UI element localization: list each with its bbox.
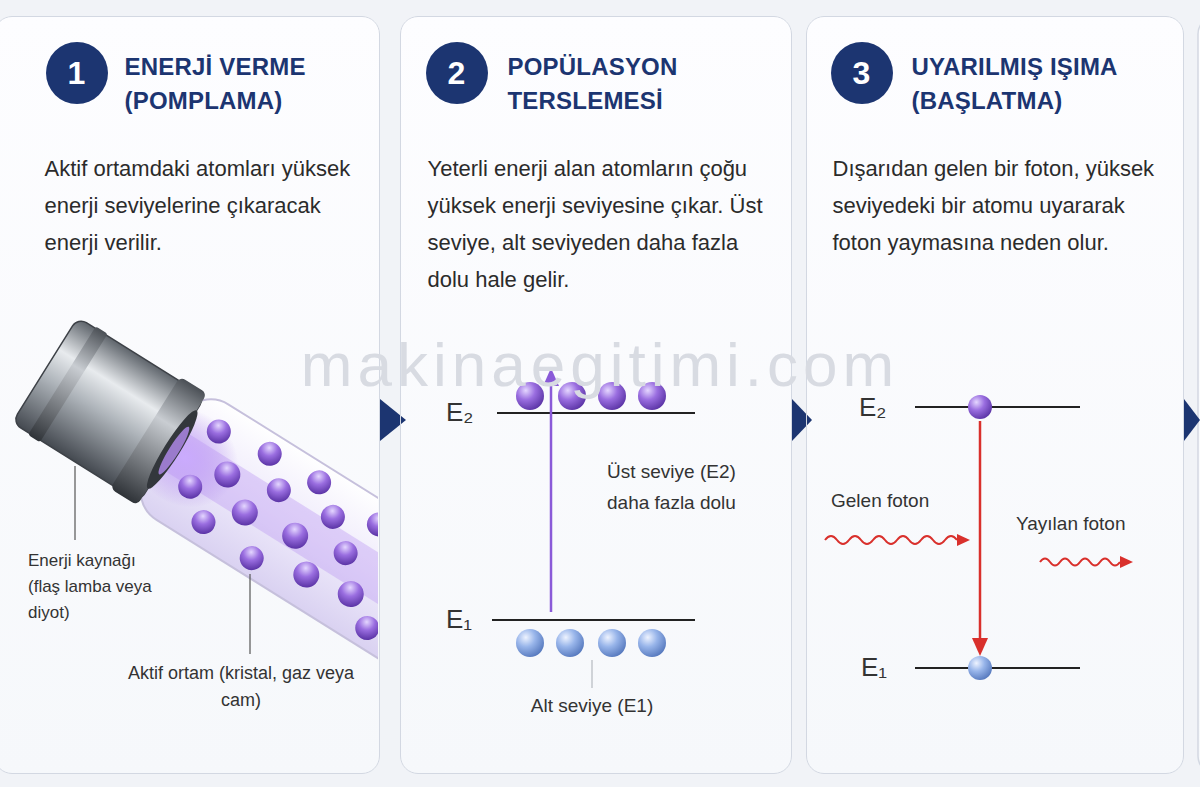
stimulated-emission [825, 395, 1133, 680]
step-description: Dışarıdan gelen bir foton, yüksek seviye… [833, 150, 1173, 261]
step-heading: POPÜLASYON TERSLEMESİ [508, 50, 778, 118]
energy-level-label: E₁ [446, 603, 490, 635]
step-heading: ENERJİ VERME (POMPLAMA) [125, 50, 370, 118]
energy-levels [492, 368, 695, 688]
annotation-label: Alt seviye (E1) [500, 693, 684, 719]
annotation-label: Üst seviye (E2) daha fazla dolu [607, 456, 782, 518]
flow-arrow [380, 399, 406, 441]
step-number: 2 [448, 55, 466, 91]
step-heading: UYARILMIŞ IŞIMA (BAŞLATMA) [912, 50, 1174, 118]
next-panel [1198, 16, 1200, 774]
photon-label: Gelen foton [831, 488, 963, 514]
leader-line [249, 574, 250, 654]
flow-arrow [792, 399, 812, 441]
step-number: 1 [68, 55, 86, 91]
step-description: Yeterli enerji alan atomların çoğu yükse… [428, 150, 776, 298]
leader-line [74, 466, 75, 540]
step-number: 3 [853, 55, 871, 91]
atom-spheres [155, 406, 378, 670]
step-number-circle: 2 [426, 42, 488, 104]
flow-arrowhead [1184, 399, 1200, 441]
part-label: Enerji kaynağı (flaş lamba veya diyot) [28, 548, 156, 626]
photon-label: Yayılan foton [1016, 511, 1171, 537]
energy-level-label: E₂ [446, 396, 490, 428]
energy-level-label: E₁ [861, 651, 905, 683]
watermark: makinaegitimi.com [200, 330, 1000, 400]
step-description: Aktif ortamdaki atomları yüksek enerji s… [45, 150, 357, 261]
step-number-circle: 3 [831, 42, 893, 104]
part-label: Aktif ortam (kristal, gaz veya cam) [125, 660, 357, 714]
step-number-circle: 1 [46, 42, 108, 104]
